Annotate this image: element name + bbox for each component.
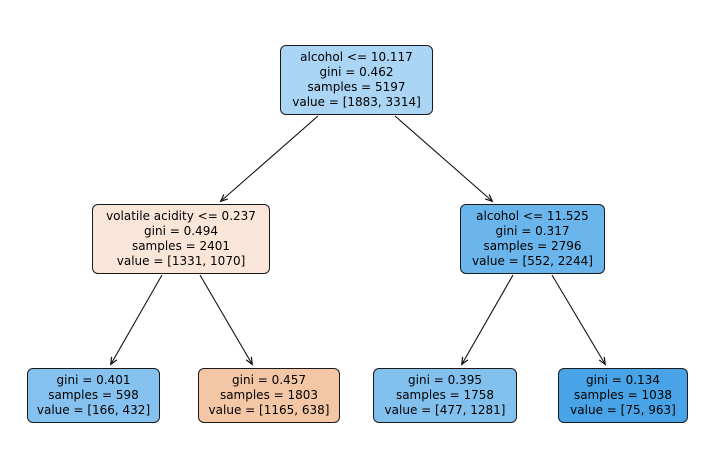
node-condition: volatile acidity <= 0.237 [106,209,256,223]
node-gini: gini = 0.401 [56,373,131,387]
node-gini: gini = 0.134 [586,373,660,387]
node-value: value = [1883, 3314] [292,95,421,109]
tree-node-right-child: alcohol <= 11.525 gini = 0.317 samples =… [460,204,605,274]
node-samples: samples = 1758 [395,388,495,402]
tree-node-leaf-4: gini = 0.134 samples = 1038 value = [75,… [558,368,688,423]
node-value: value = [477, 1281] [384,403,506,417]
node-value: value = [1331, 1070] [116,254,246,268]
node-condition: alcohol <= 10.117 [300,50,413,64]
tree-node-root: alcohol <= 10.117 gini = 0.462 samples =… [280,45,433,115]
node-samples: samples = 598 [48,388,139,402]
node-value: value = [1165, 638] [208,403,330,417]
node-samples: samples = 1038 [573,388,673,402]
edge-right-child-to-leaf-3 [460,274,514,366]
tree-node-left-child: volatile acidity <= 0.237 gini = 0.494 s… [92,204,270,274]
node-gini: gini = 0.457 [232,373,306,387]
tree-node-leaf-1: gini = 0.401 samples = 598 value = [166,… [27,368,160,423]
edge-left-child-to-leaf-1 [109,274,163,366]
node-value: value = [552, 2244] [472,254,593,268]
edge-root-to-left-child [219,115,319,203]
node-samples: samples = 1803 [219,388,319,402]
node-samples: samples = 2796 [483,239,582,253]
node-samples: samples = 2401 [131,239,231,253]
node-gini: gini = 0.317 [495,224,570,238]
edge-root-to-right-child [394,115,494,203]
node-gini: gini = 0.395 [408,373,482,387]
node-condition: alcohol <= 11.525 [476,209,589,223]
node-gini: gini = 0.462 [319,65,394,79]
node-samples: samples = 5197 [307,80,406,94]
edge-right-child-to-leaf-4 [551,274,607,366]
node-gini: gini = 0.494 [144,224,218,238]
edge-left-child-to-leaf-2 [199,274,254,366]
tree-node-leaf-3: gini = 0.395 samples = 1758 value = [477… [373,368,517,423]
node-value: value = [166, 432] [36,403,151,417]
tree-node-leaf-2: gini = 0.457 samples = 1803 value = [116… [198,368,340,423]
node-value: value = [75, 963] [570,403,676,417]
